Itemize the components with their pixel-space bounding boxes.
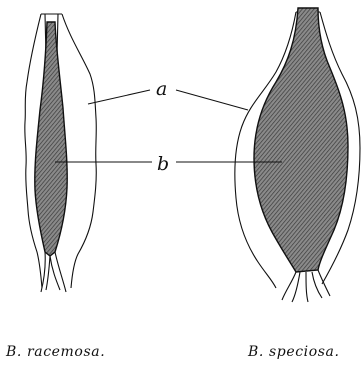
speciosa-specimen (235, 8, 360, 302)
racemosa-specimen (25, 14, 96, 292)
caption-racemosa: B. racemosa. (5, 344, 105, 360)
leader-a-right (176, 90, 248, 110)
leader-a-left (88, 90, 150, 104)
caption-speciosa: B. speciosa. (247, 344, 340, 360)
racemosa-core (35, 22, 67, 256)
speciosa-base-fringe (282, 270, 330, 302)
label-b: b (157, 153, 169, 175)
racemosa-fork (41, 252, 66, 292)
label-a: a (156, 78, 167, 100)
speciosa-core (254, 8, 348, 272)
